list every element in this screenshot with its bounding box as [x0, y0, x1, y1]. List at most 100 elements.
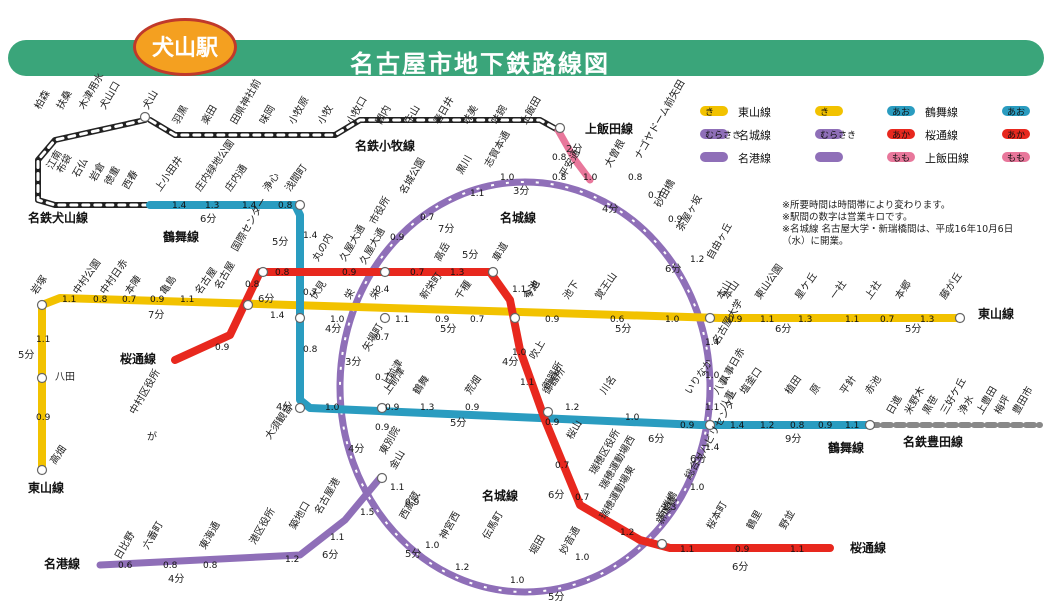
- distance-label: 1.4: [705, 443, 720, 453]
- distance-label: 1.2: [455, 563, 469, 573]
- distance-label: 0.7: [375, 373, 389, 383]
- meiko-line: [96, 474, 384, 569]
- station-label: 大曽根: [601, 137, 627, 169]
- line-label-sakuradori_left: 桜通線: [120, 351, 156, 366]
- distance-label: 0.7: [880, 315, 894, 325]
- legend-tag: もも: [1007, 153, 1025, 164]
- gokiso-station-dot: [542, 406, 554, 418]
- time-label-meijo_g: 5分: [405, 548, 421, 560]
- legend-tag: むらさき: [705, 130, 741, 141]
- station-label: 自由ヶ丘: [703, 220, 734, 261]
- distance-label: 1.4: [242, 201, 257, 211]
- distance-label: 1.2: [565, 403, 579, 413]
- line-label-inuyama: 名鉄犬山線: [28, 210, 88, 225]
- time-label-meijo_i: 4分: [348, 443, 364, 455]
- station-label: 亀島: [157, 273, 179, 297]
- distance-label: 1.1: [36, 335, 50, 345]
- distance-label: 0.9: [150, 295, 165, 305]
- legend-label: 上飯田線: [925, 151, 969, 165]
- imaike-station-dot: [509, 312, 521, 324]
- distance-label: 0.7: [410, 268, 424, 278]
- distance-label: 1.0: [510, 576, 525, 586]
- distance-label: 0.7: [575, 493, 589, 503]
- time-label-meijo_b: 3分: [513, 185, 529, 197]
- distance-label: 0.7: [303, 288, 317, 298]
- distance-label: 1.0: [330, 315, 345, 325]
- distance-label: 1.1: [180, 295, 194, 305]
- legend-swatch: [815, 106, 843, 116]
- distance-label: 1.1: [330, 533, 344, 543]
- legend-swatch: [1002, 106, 1030, 116]
- distance-label: 0.9: [668, 215, 683, 225]
- distance-label: 0.8: [790, 421, 805, 431]
- legend-swatch: [887, 129, 915, 139]
- station-label: 赤池: [862, 373, 884, 397]
- time-label-sakuradori_a: 6分: [258, 293, 274, 305]
- distance-label: 1.1: [680, 545, 694, 555]
- station-label: 市役所: [366, 194, 392, 226]
- distance-label: 1.3: [662, 503, 676, 513]
- distance-label: 0.7: [470, 315, 484, 325]
- line-label-toyota: 名鉄豊田線: [903, 434, 963, 449]
- station-label: 岩塚: [28, 273, 50, 297]
- distance-label: 1.2: [690, 255, 704, 265]
- time-label-sakuradori_b: 5分: [462, 249, 478, 261]
- distance-label: 0.9: [818, 421, 833, 431]
- station-label: 浄心: [260, 170, 282, 194]
- distance-label: 1.0: [325, 403, 340, 413]
- distance-label: 1.1: [62, 295, 76, 305]
- legend-tag: あお: [1007, 107, 1025, 118]
- time-label-meijo_f: 5分: [548, 591, 564, 603]
- fushimi-station-dot: [294, 312, 306, 324]
- station-label: 庄内通: [222, 162, 250, 194]
- distance-label: 1.3: [798, 315, 812, 325]
- line-label-tsurumai_top: 鶴舞線: [163, 229, 199, 244]
- legend-tag: もも: [892, 153, 910, 164]
- note-text: ※名城線 名古屋大学・新瑞橋間は、平成16年10月6日: [782, 223, 1013, 235]
- station-label: 味岡: [257, 103, 277, 126]
- sakae-station-dot: [379, 312, 391, 324]
- station-label: 名古屋港: [311, 475, 342, 516]
- page-title: 名古屋市地下鉄路線図: [350, 50, 610, 78]
- time-label-higashiyama_b: 4分: [325, 323, 341, 335]
- legend-swatch: [700, 129, 728, 139]
- time-label-sakuradori_e: 6分: [732, 561, 748, 573]
- legend-tag: あお: [892, 107, 910, 118]
- legend-swatch: [1002, 129, 1030, 139]
- distance-label: 0.9: [405, 498, 420, 508]
- distance-label: 1.1: [845, 421, 859, 431]
- note-text: （水）に開業。: [782, 235, 849, 247]
- station-label: 犬山: [139, 88, 160, 112]
- distance-label: 0.9: [215, 343, 230, 353]
- station-label: 浅間町: [282, 162, 310, 194]
- station-label: 楽田: [198, 103, 219, 127]
- station-label: 東海通: [196, 519, 222, 551]
- station-label: 本郷: [892, 278, 914, 302]
- time-label-tsurumai_mid: 5分: [450, 417, 466, 429]
- distance-label: 0.8: [628, 173, 643, 183]
- distance-label: 1.1: [760, 315, 774, 325]
- station-label: 名城公園: [396, 155, 427, 196]
- time-label-tsurumai_top: 6分: [200, 213, 216, 225]
- distance-label: 0.8: [275, 268, 290, 278]
- station-label: 西春: [120, 168, 140, 191]
- station-label: 黒川: [454, 153, 474, 176]
- time-label-meijo_a: 7分: [438, 223, 454, 235]
- distance-label: 1.0: [425, 541, 440, 551]
- line-label-meiko: 名港線: [44, 556, 80, 571]
- distance-label: 0.8: [303, 345, 318, 355]
- station-label: 上小田井: [152, 153, 186, 193]
- station-label: 豊田市: [1009, 384, 1035, 416]
- distance-label: 0.9: [36, 413, 51, 423]
- note-text: ※駅間の数字は営業キロです。: [782, 211, 913, 223]
- meitetsu-komaki-line-dash: [148, 118, 560, 137]
- station-label: 扶桑: [53, 88, 74, 112]
- inuyama-station-badge-label: 犬山駅: [151, 36, 218, 61]
- line-label-tsurumai_right: 鶴舞線: [828, 440, 864, 455]
- distance-label: 0.9: [375, 423, 390, 433]
- legend-label: 桜通線: [925, 128, 958, 142]
- distance-label: 0.9: [680, 421, 695, 431]
- distance-label: 1.1: [790, 545, 804, 555]
- station-label: 港区役所: [246, 505, 277, 546]
